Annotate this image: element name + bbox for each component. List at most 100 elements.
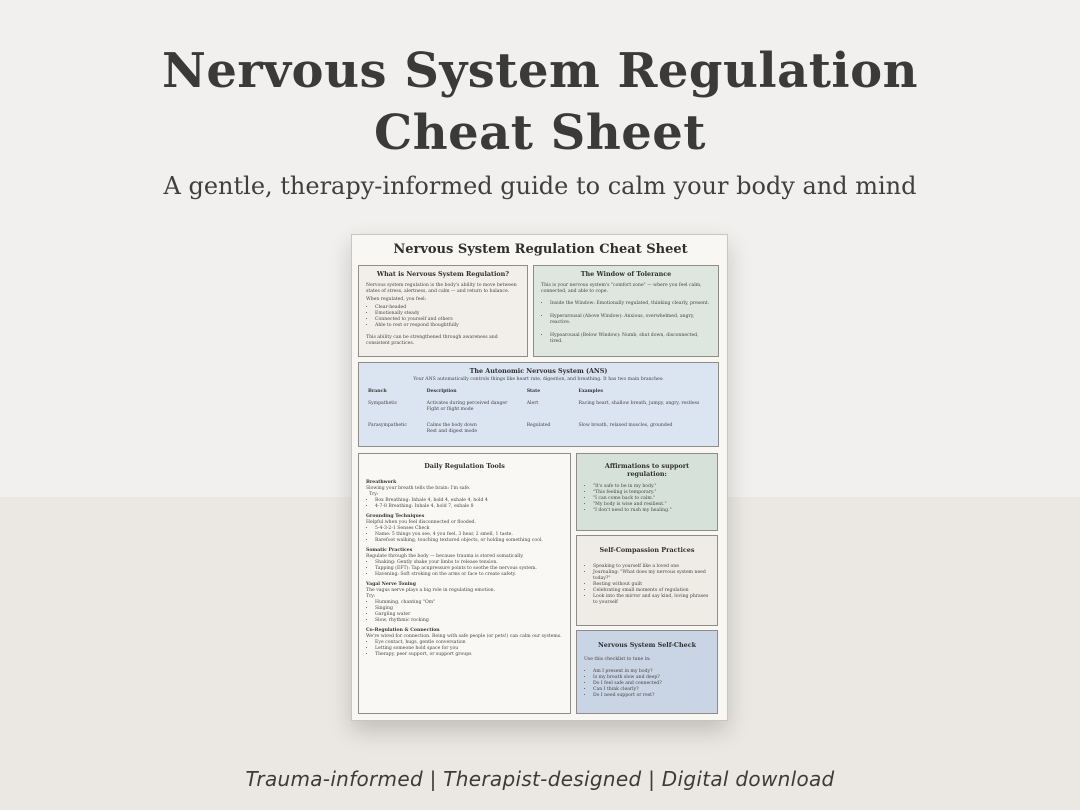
what-outro: This ability can be strengthened through… (366, 335, 498, 346)
tools-section-list: Eye contact, hugs, gentle conversation L… (366, 640, 563, 658)
list-item: Letting someone hold space for you (375, 646, 563, 652)
list-item: Hypoarousal (Below Window): Numb, shut d… (550, 333, 711, 345)
list-item: Singing (375, 606, 563, 612)
tools-section-list: 5-4-3-2-1 Senses Check Name: 5 things yo… (366, 526, 563, 544)
branch-cell: Sympathetic (368, 401, 398, 406)
tools-section-text: Try: (369, 492, 379, 497)
list-item: Do I need support or rest? (593, 693, 710, 699)
affirm-heading: Affirmations to support regulation: (604, 462, 690, 478)
list-item: Connected to yourself and others (375, 317, 520, 323)
column-header: State (526, 389, 541, 394)
list-item: Able to rest or respond thoughtfully (375, 323, 520, 329)
list-item: Can I think clearly? (593, 687, 710, 693)
description-line: Fight or flight mode (426, 407, 474, 412)
list-item: Hyperarousal (Above Window): Anxious, ov… (550, 314, 711, 326)
check-list: Am I present in my body? Is my breath sl… (584, 669, 710, 699)
self-check-card: Nervous System Self-Check Use this check… (576, 630, 718, 714)
table-row: Sympathetic Activates during perceived d… (366, 401, 711, 423)
list-item: "This feeling is temporary." (593, 490, 710, 496)
tools-section-list: Humming, chanting "Om" Singing Gargling … (366, 600, 563, 624)
tools-heading: Daily Regulation Tools (424, 462, 505, 470)
tools-section-text: Try: (366, 594, 376, 599)
ans-card: The Autonomic Nervous System (ANS) Your … (358, 362, 719, 447)
examples-cell: Slow breath, relaxed muscles, grounded (578, 423, 673, 428)
list-item: "I don't need to rush my healing." (593, 508, 710, 514)
tools-section-title: Vagal Nerve Toning (366, 582, 416, 587)
window-intro: This is your nervous system's "comfort z… (541, 283, 702, 294)
list-item: Tapping (EFT): Tap acupressure points to… (375, 566, 563, 572)
ans-intro: Your ANS automatically controls things l… (413, 377, 664, 382)
list-item: Therapy, peer support, or support groups (375, 652, 563, 658)
hero-title-line-1: Nervous System Regulation (161, 43, 919, 99)
selfcomp-heading: Self-Compassion Practices (599, 546, 695, 554)
list-item: "I can come back to calm." (593, 496, 710, 502)
column-header: Branch (368, 389, 387, 394)
state-cell: Alert (526, 401, 539, 406)
description-line: Rest and digest mode (426, 429, 478, 434)
list-item: 4-7-8 Breathing: Inhale 4, hold 7, exhal… (375, 504, 563, 510)
list-item: Resting without guilt (593, 582, 710, 588)
tools-section-title: Grounding Techniques (366, 514, 425, 519)
check-heading: Nervous System Self-Check (597, 641, 697, 649)
tools-section-text: The vagus nerve plays a big role in regu… (366, 588, 496, 593)
window-heading: The Window of Tolerance (580, 270, 672, 278)
tools-section-text: Regulate through the body — because trau… (366, 554, 524, 559)
column-header: Description (426, 389, 457, 394)
list-item: Am I present in my body? (593, 669, 710, 675)
tools-section-title: Breathwork (366, 480, 397, 485)
footer-tagline: Trauma-informed | Therapist-designed | D… (245, 767, 835, 791)
window-list: Inside the Window: Emotionally regulated… (541, 301, 711, 345)
ans-table: Branch Description State Examples Sympat… (366, 389, 711, 445)
list-item: Humming, chanting "Om" (375, 600, 563, 606)
check-intro: Use this checklist to tune in: (584, 657, 651, 662)
list-item: Clear-headed (375, 305, 520, 311)
description-line: Activates during perceived danger (426, 401, 508, 406)
daily-tools-card: Daily Regulation Tools Breathwork Slowin… (358, 453, 571, 714)
description-line: Calms the body down (426, 423, 477, 428)
list-item: Do I feel safe and connected? (593, 681, 710, 687)
tools-section-list: Shaking: Gently shake your limbs to rele… (366, 560, 563, 578)
selfcomp-list: Speaking to yourself like a loved one Jo… (584, 564, 710, 606)
list-item: Slow, rhythmic rocking (375, 618, 563, 624)
list-item: Shaking: Gently shake your limbs to rele… (375, 560, 563, 566)
list-item: Barefoot walking, touching textured obje… (375, 538, 563, 544)
list-item: Box Breathing: Inhale 4, hold 4, exhale … (375, 498, 563, 504)
tools-section-text: Helpful when you feel disconnected or fl… (366, 520, 476, 525)
list-item: Havening: Soft stroking on the arms or f… (375, 572, 563, 578)
what-is-regulation-card: What is Nervous System Regulation? Nervo… (358, 265, 528, 357)
what-heading: What is Nervous System Regulation? (376, 270, 510, 278)
hero-title-line-2: Cheat Sheet (374, 105, 706, 161)
affirmations-card: Affirmations to support regulation: "It'… (576, 453, 718, 531)
list-item: Look into the mirror and say kind, lovin… (593, 594, 710, 606)
list-item: Name: 5 things you see, 4 you feel, 3 he… (375, 532, 563, 538)
what-lead: When regulated, you feel: (366, 297, 427, 302)
what-list: Clear-headed Emotionally steady Connecte… (366, 305, 520, 329)
self-compassion-card: Self-Compassion Practices Speaking to yo… (576, 535, 718, 626)
column-header: Examples (578, 389, 603, 394)
window-of-tolerance-card: The Window of Tolerance This is your ner… (533, 265, 719, 357)
tools-section-text: We're wired for connection. Being with s… (366, 634, 562, 639)
list-item: Inside the Window: Emotionally regulated… (550, 301, 711, 307)
list-item: Celebrating small moments of regulation (593, 588, 710, 594)
affirm-list: "It's safe to be in my body." "This feel… (584, 484, 710, 514)
sheet-title: Nervous System Regulation Cheat Sheet (393, 242, 688, 257)
list-item: Gargling water (375, 612, 563, 618)
state-cell: Regulated (526, 423, 551, 428)
branch-cell: Parasympathetic (368, 423, 407, 428)
tools-section-title: Somatic Practices (366, 548, 413, 553)
list-item: Journaling: "What does my nervous system… (593, 570, 710, 582)
list-item: Speaking to yourself like a loved one (593, 564, 710, 570)
what-intro: Nervous system regulation is the body's … (366, 283, 517, 294)
cheat-sheet-preview: Nervous System Regulation Cheat Sheet Wh… (351, 234, 728, 721)
list-item: Is my breath slow and deep? (593, 675, 710, 681)
list-item: Emotionally steady (375, 311, 520, 317)
list-item: Eye contact, hugs, gentle conversation (375, 640, 563, 646)
list-item: 5-4-3-2-1 Senses Check (375, 526, 563, 532)
examples-cell: Racing heart, shallow breath, jumpy, ang… (578, 401, 700, 406)
tools-section-title: Co-Regulation & Connection (366, 628, 440, 633)
list-item: "My body is wise and resilient." (593, 502, 710, 508)
tools-section-text: Slowing your breath tells the brain: I'm… (366, 486, 471, 491)
